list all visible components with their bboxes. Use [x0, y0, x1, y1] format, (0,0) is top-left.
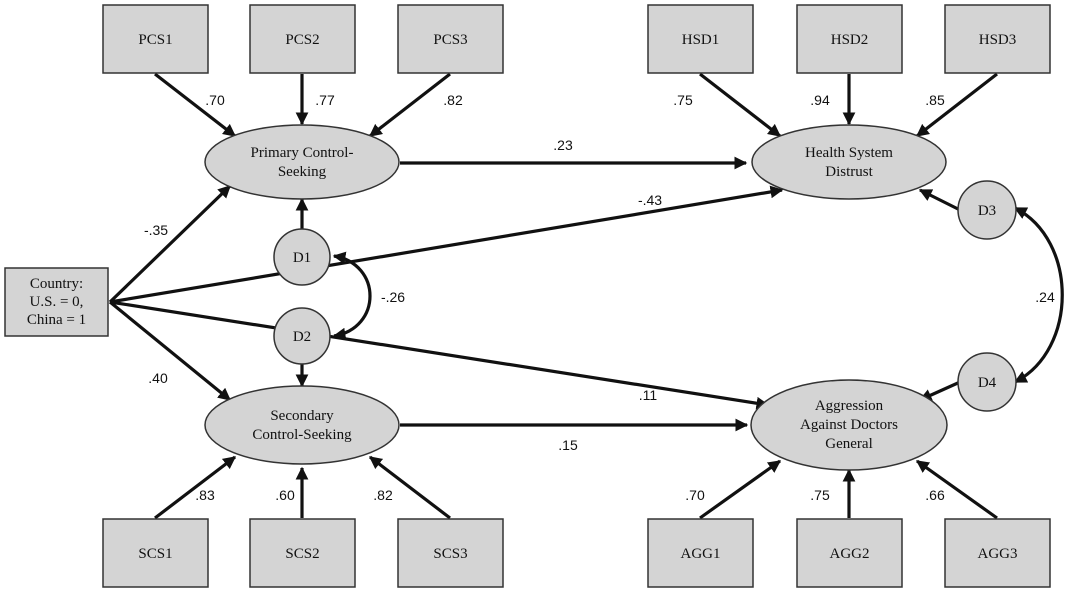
indicator-agg1 — [647, 518, 754, 588]
latent-distrust-label-line1: Health System — [805, 145, 893, 161]
latent-aggression-label-line3: General — [825, 436, 872, 452]
country-box — [4, 267, 109, 337]
path-d3-distrust — [918, 188, 961, 212]
coef-primary-distrust: .23 — [553, 137, 573, 153]
indicator-scs3 — [397, 518, 504, 588]
coef-scs3: .82 — [373, 487, 393, 503]
indicator-scs1-label: SCS1 — [138, 546, 172, 562]
disturbance-d3 — [957, 180, 1017, 240]
coef-hsd3: .85 — [925, 92, 945, 108]
coef-hsd1: .75 — [673, 92, 693, 108]
path-hsd3-distrust — [915, 72, 998, 138]
indicator-agg3 — [944, 518, 1051, 588]
coef-pcs1: .70 — [205, 92, 225, 108]
country-label-line3: China = 1 — [27, 312, 86, 328]
disturbance-d3-label: D3 — [978, 203, 996, 219]
indicator-hsd1-label: HSD1 — [682, 32, 720, 48]
latent-primary-control-seeking — [204, 124, 400, 200]
indicator-pcs2-label: PCS2 — [285, 32, 319, 48]
indicator-pcs1-label: PCS1 — [138, 32, 172, 48]
latent-secondary-label-line2: Control-Seeking — [252, 427, 352, 443]
indicator-hsd1 — [647, 4, 754, 74]
latent-secondary-control-seeking — [204, 385, 400, 465]
latent-aggression-against-doctors — [750, 379, 948, 471]
path-agg3-aggression — [915, 459, 998, 520]
disturbance-d1 — [273, 228, 331, 286]
coef-country-distrust: -.43 — [638, 192, 662, 208]
covariance-d1-d2 — [332, 251, 372, 341]
coef-d1-d2: -.26 — [381, 289, 405, 305]
indicator-hsd2 — [796, 4, 903, 74]
path-pcs1-primary — [154, 72, 237, 138]
indicator-scs3-label: SCS3 — [433, 546, 467, 562]
coef-scs2: .60 — [275, 487, 295, 503]
country-label-line2: U.S. = 0, — [30, 294, 84, 310]
path-country-primary — [108, 184, 232, 304]
coef-pcs2: .77 — [315, 92, 335, 108]
indicator-pcs3-label: PCS3 — [433, 32, 467, 48]
covariance-d3-d4 — [1013, 206, 1064, 384]
indicator-pcs3 — [397, 4, 504, 74]
path-country-aggression — [109, 300, 770, 410]
indicator-pcs1 — [102, 4, 209, 74]
disturbance-d4-label: D4 — [978, 375, 997, 391]
indicator-scs2-label: SCS2 — [285, 546, 319, 562]
indicator-scs2 — [249, 518, 356, 588]
coef-pcs3: .82 — [443, 92, 463, 108]
indicator-pcs2 — [249, 4, 356, 74]
path-hsd1-distrust — [699, 72, 782, 138]
disturbance-d2-label: D2 — [293, 329, 311, 345]
indicator-agg3-label: AGG3 — [978, 546, 1018, 562]
indicator-agg1-label: AGG1 — [681, 546, 721, 562]
indicator-hsd3 — [944, 4, 1051, 74]
latent-primary-label-line2: Seeking — [278, 164, 327, 180]
latent-aggression-label-line2: Against Doctors — [800, 417, 898, 433]
coef-country-aggression: .11 — [639, 387, 658, 403]
path-agg1-aggression — [699, 459, 782, 520]
latent-health-system-distrust — [751, 124, 947, 200]
coef-hsd2: .94 — [810, 92, 830, 108]
path-country-secondary — [108, 300, 232, 402]
coef-country-primary: -.35 — [144, 222, 168, 238]
indicator-scs1 — [102, 518, 209, 588]
path-scs1-secondary — [154, 455, 237, 520]
coef-agg1: .70 — [685, 487, 705, 503]
coef-scs1: .83 — [195, 487, 215, 503]
latent-distrust-label-line2: Distrust — [825, 164, 873, 180]
latent-aggression-label-line1: Aggression — [815, 398, 884, 414]
indicator-hsd3-label: HSD3 — [979, 32, 1017, 48]
path-scs3-secondary — [368, 455, 451, 520]
country-label-line1: Country: — [30, 276, 83, 292]
path-pcs3-primary — [368, 72, 451, 138]
latent-secondary-label-line1: Secondary — [270, 408, 334, 424]
disturbance-d1-label: D1 — [293, 250, 311, 266]
indicator-agg2 — [796, 518, 903, 588]
path-country-distrust — [109, 185, 784, 304]
coef-country-secondary: .40 — [148, 370, 168, 386]
disturbance-d4 — [957, 352, 1017, 412]
disturbance-d2 — [273, 307, 331, 365]
coef-secondary-aggression: .15 — [558, 437, 578, 453]
latent-primary-label-line1: Primary Control- — [251, 145, 354, 161]
indicator-agg2-label: AGG2 — [830, 546, 870, 562]
indicator-hsd2-label: HSD2 — [831, 32, 869, 48]
coef-agg2: .75 — [810, 487, 830, 503]
coef-d3-d4: .24 — [1035, 289, 1055, 305]
coef-agg3: .66 — [925, 487, 945, 503]
